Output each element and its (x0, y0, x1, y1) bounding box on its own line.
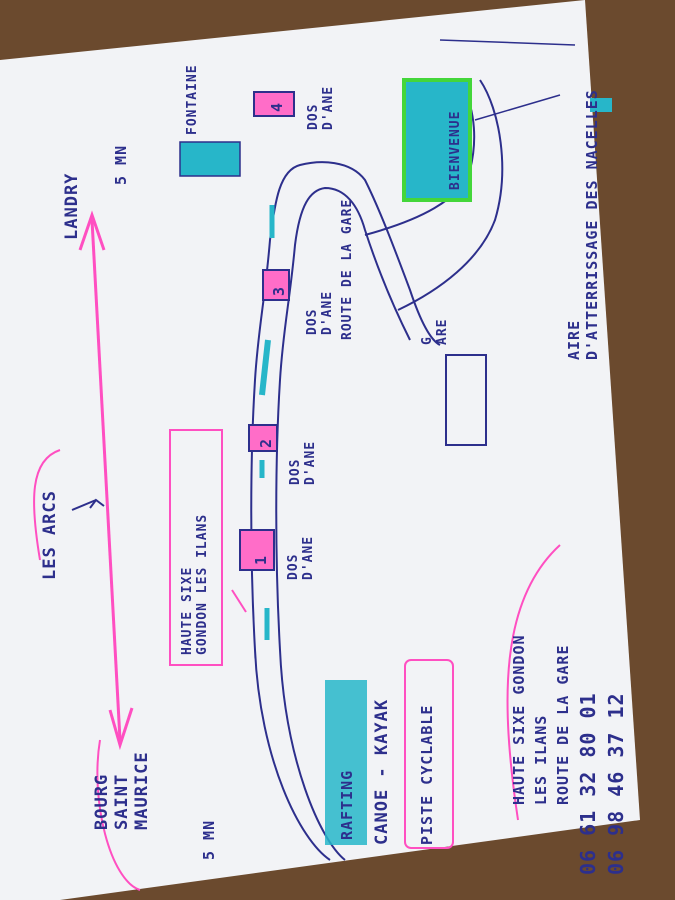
contact-bracket (506, 544, 561, 821)
road-arrow-icon (259, 339, 271, 396)
bump-label-3: DOS D'ANE (305, 290, 335, 335)
bump-number-4: 4 (268, 101, 286, 112)
speed-bump-2 (248, 424, 278, 452)
les-arcs-road (90, 219, 122, 741)
contact-line-2: LES ILANS (532, 714, 550, 805)
contact-line-1: HAUTE SIXE GONDON (510, 634, 528, 805)
rafting-label: RAFTING (338, 769, 356, 840)
contact-phone-2: 06 98 46 37 12 (604, 692, 628, 875)
contact-line-3: ROUTE DE LA GARE (554, 644, 572, 806)
guide-line (474, 94, 561, 121)
piste-label: PISTE CYCLABLE (418, 704, 436, 845)
bourg-time: 5 MN (200, 819, 218, 860)
road-name-label: ROUTE DE LA GARE (340, 198, 355, 340)
parking-pointer (231, 589, 247, 613)
speed-bump-4 (253, 91, 295, 117)
bienvenue-label: BIENVENUE (448, 110, 463, 190)
les-arcs-label: LES ARCS (40, 490, 60, 580)
landing-mark (590, 98, 612, 112)
bump-label-2: DOS D'ANE (288, 440, 318, 485)
bump-label-1: DOS D'ANE (286, 535, 316, 580)
bourg-bracket (96, 739, 141, 891)
les-arcs-branch (71, 499, 97, 511)
contact-phone-1: 06 61 32 80 01 (576, 692, 600, 875)
paper-background (0, 0, 640, 900)
landry-label: LANDRY (62, 172, 82, 240)
fontaine-label: FONTAINE (185, 64, 200, 135)
guide-line (439, 39, 576, 46)
landing-area-label: AIRE D'ATTERRISSAGE DES NACELLES (565, 89, 601, 360)
bump-number-2: 2 (257, 437, 275, 448)
landry-time: 5 MN (112, 144, 130, 185)
parking-sign-frame (169, 429, 223, 666)
bourg-label: BOURG SAINT MAURICE (92, 751, 152, 830)
speed-bump-3 (262, 269, 290, 301)
road-inner (275, 186, 411, 861)
bienvenue-box (402, 78, 472, 202)
rafting-highlight (325, 680, 367, 845)
speed-bump-1 (239, 529, 275, 571)
arrow-up-icon (89, 498, 105, 509)
arcs-bracket (33, 449, 61, 561)
arrow-landry-icon (78, 210, 106, 251)
road-outer (250, 161, 441, 861)
bump-number-1: 1 (252, 554, 270, 565)
fontaine-box (179, 141, 241, 177)
bump-number-3: 3 (270, 285, 288, 296)
arrow-bourg-icon (108, 707, 134, 751)
piste-frame (404, 659, 454, 849)
parking-area (445, 354, 487, 446)
parking-sign: HAUTE SIXE GONDON LES ILANS (180, 513, 210, 655)
gare-loop-inner (397, 79, 504, 311)
bump-label-4: DOS D'ANE (306, 85, 336, 130)
gare-label: G ARE (420, 318, 450, 345)
canoe-label: CANOE - KAYAK (372, 698, 392, 845)
